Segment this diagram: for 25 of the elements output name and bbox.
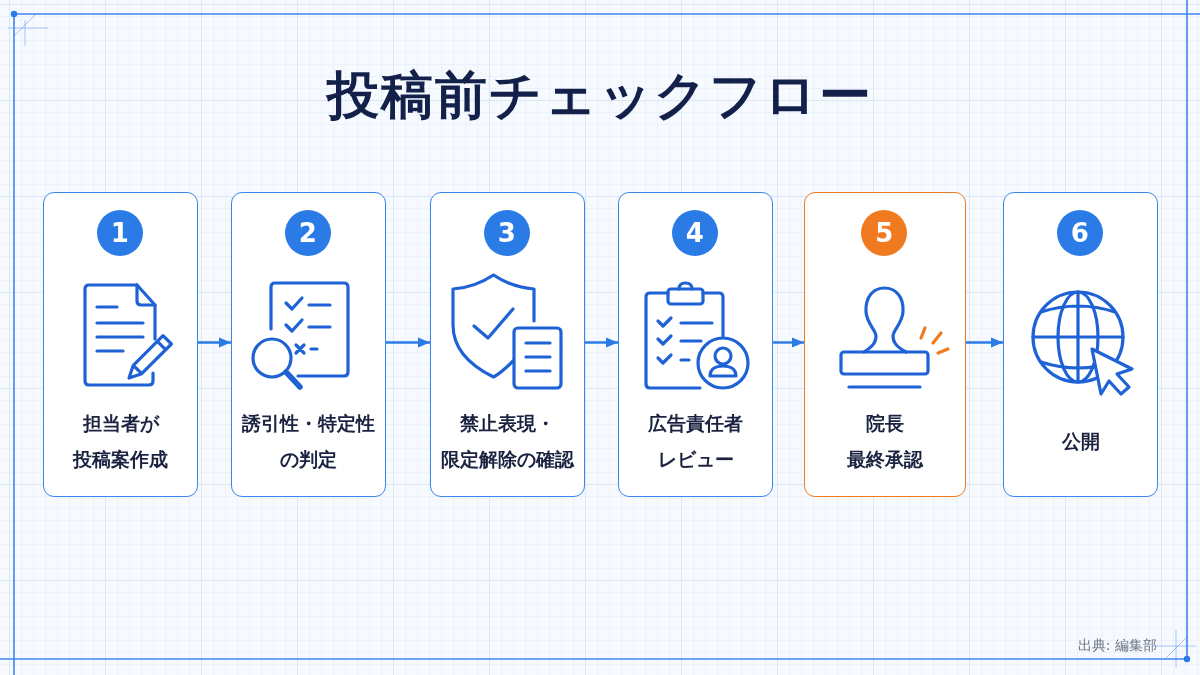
step-label: 院長最終承認 <box>847 411 923 472</box>
step-number: 5 <box>861 210 908 256</box>
step-number: 1 <box>96 210 143 256</box>
step-number: 4 <box>671 210 718 256</box>
step-label: 禁止表現・限定解除の確認 <box>441 411 574 472</box>
step-label: 公開 <box>1061 429 1100 454</box>
diagram-title: 投稿前チェックフロー <box>327 64 873 126</box>
step-card <box>618 192 773 497</box>
arrow <box>585 337 618 348</box>
step-number: 2 <box>284 210 331 256</box>
arrow <box>966 337 1003 348</box>
step-card <box>804 192 966 497</box>
step-label: 誘引性・特定性の判定 <box>242 411 375 472</box>
source-note: 出典: 編集部 <box>1077 636 1157 654</box>
step-label: 担当者が投稿案作成 <box>73 411 168 472</box>
arrow <box>198 337 231 348</box>
arrow <box>773 337 804 348</box>
step-card <box>1003 192 1158 497</box>
step-card <box>231 192 386 497</box>
step-card <box>430 192 585 497</box>
step-number: 6 <box>1056 210 1103 256</box>
step-card <box>43 192 198 497</box>
step-label: 広告責任者レビュー <box>648 411 743 472</box>
arrow <box>386 337 430 348</box>
step-number: 3 <box>483 210 530 256</box>
